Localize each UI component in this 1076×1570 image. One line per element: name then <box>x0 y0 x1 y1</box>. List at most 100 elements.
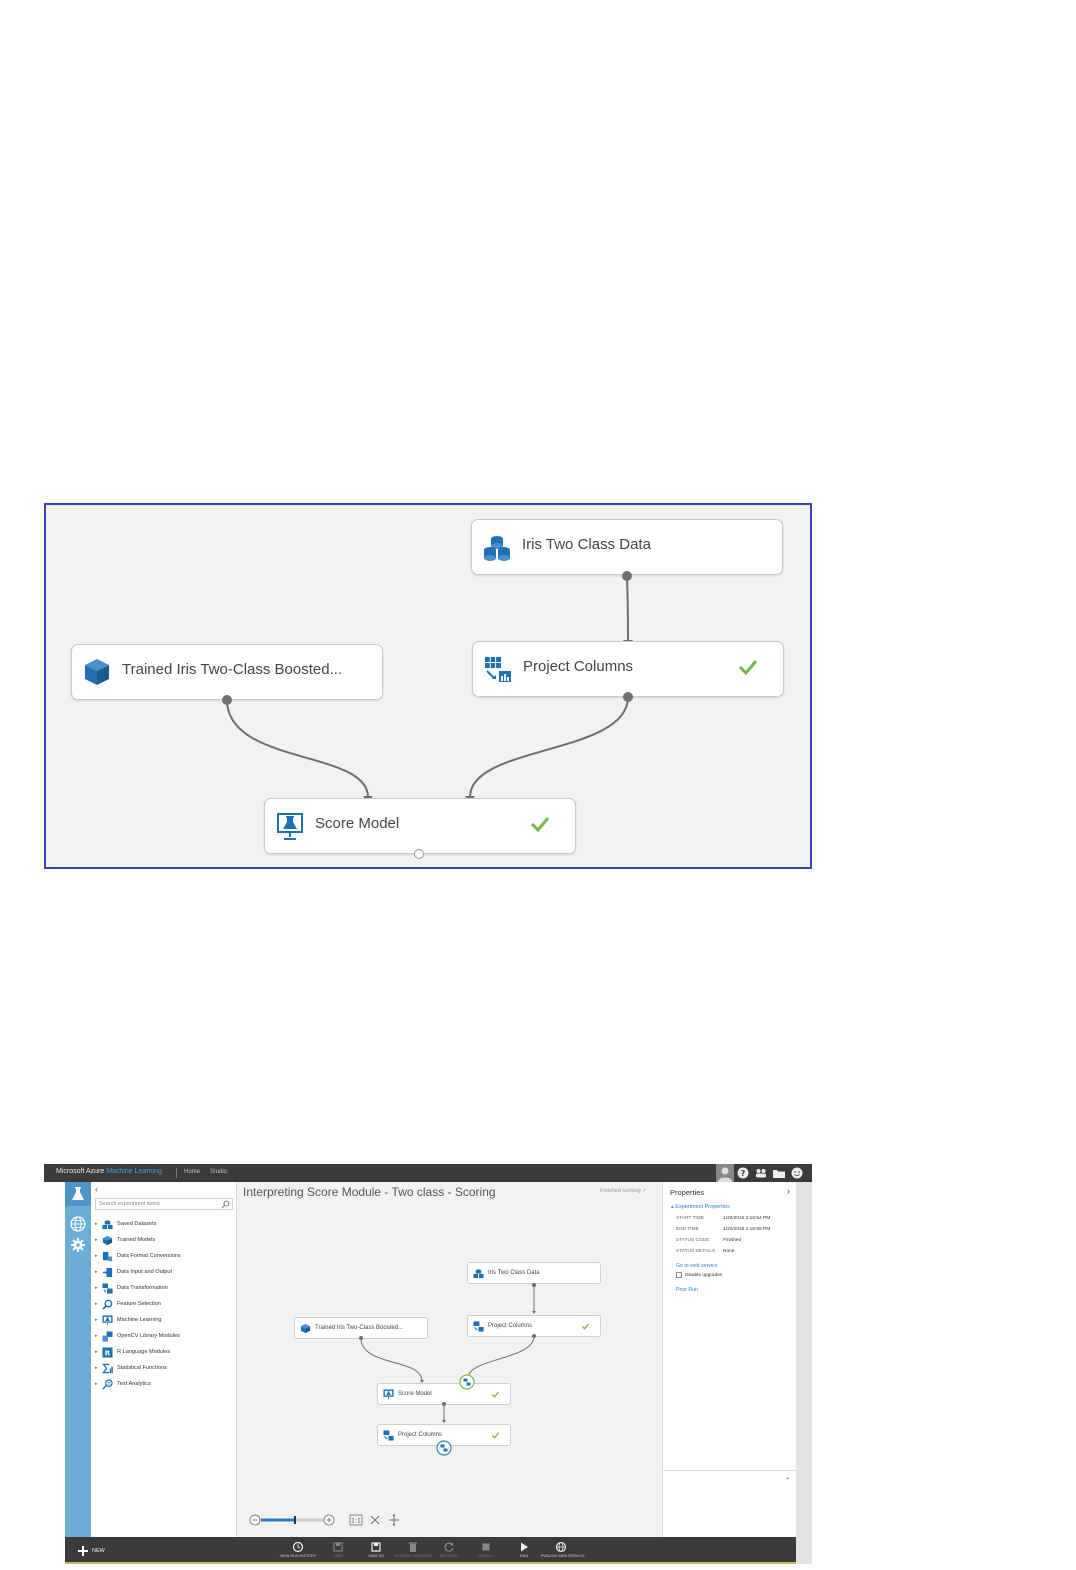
run-icon <box>521 1542 528 1552</box>
project-columns-icon <box>383 1430 394 1441</box>
palette-item-data-format-conversions[interactable]: ▸ Data Format Conversions <box>95 1250 235 1264</box>
stop-icon <box>482 1543 490 1551</box>
output-port[interactable] <box>442 1402 446 1406</box>
run-button[interactable]: RUN <box>504 1541 544 1563</box>
check-icon <box>581 1323 590 1330</box>
palette-item-opencv-library-modules[interactable]: ▸ OpenCV Library Modules <box>95 1330 235 1344</box>
divider <box>176 1168 177 1178</box>
palette-item-text-analytics[interactable]: ▸ Text Analytics <box>95 1378 235 1392</box>
disable-upgrades-checkbox[interactable] <box>676 1272 682 1278</box>
search-icon[interactable] <box>221 1200 230 1209</box>
community-icon[interactable] <box>754 1166 768 1180</box>
property-value: Finished <box>723 1238 742 1243</box>
module-palette: ‹ Search experiment items ▸ Saved Datase… <box>91 1182 237 1537</box>
palette-item-label: Statistical Functions <box>117 1365 167 1371</box>
node-label: Trained Iris Two-Class Boosted... <box>315 1325 404 1331</box>
save-button[interactable]: SAVE <box>318 1541 358 1563</box>
folder-icon[interactable] <box>772 1166 786 1180</box>
node-project-columns[interactable]: Project Columns <box>472 641 784 697</box>
project-columns-icon <box>473 1321 484 1332</box>
node-label: Iris Two Class Data <box>522 536 651 553</box>
history-icon <box>292 1541 304 1553</box>
node-iris-two-class-data[interactable]: Iris Two Class Data <box>471 519 783 575</box>
web-services-globe-icon[interactable] <box>69 1215 87 1233</box>
run-status: Finished running ✓ <box>600 1188 647 1194</box>
smiley-icon[interactable] <box>790 1166 804 1180</box>
save-as-button[interactable]: SAVE AS <box>356 1541 396 1563</box>
palette-item-data-input-output[interactable]: ▸ Data Input and Output <box>95 1266 235 1280</box>
output-port[interactable] <box>222 695 232 705</box>
experiment-title[interactable]: Interpreting Score Module - Two class - … <box>243 1185 496 1199</box>
refresh-button[interactable]: REFRESH <box>429 1541 469 1563</box>
property-key: END TIME <box>676 1227 699 1232</box>
experiment-canvas[interactable]: Interpreting Score Module - Two class - … <box>237 1182 662 1537</box>
view-run-history-button[interactable]: VIEW RUN HISTORY <box>278 1541 318 1563</box>
palette-item-machine-learning[interactable]: ▸ Machine Learning <box>95 1314 235 1328</box>
node-label: Project Columns <box>398 1432 443 1438</box>
check-icon <box>530 817 550 833</box>
nav-link-studio[interactable]: Studio <box>210 1169 228 1175</box>
check-icon: ✓ <box>642 1188 647 1194</box>
palette-item-data-transformation[interactable]: ▸ Data Transformation <box>95 1282 235 1296</box>
node-trained-model[interactable]: Trained Iris Two-Class Boosted... <box>71 644 383 700</box>
prior-run-link[interactable]: Prior Run <box>676 1287 698 1293</box>
cancel-button[interactable]: CANCEL <box>466 1541 506 1563</box>
experiment-properties-section[interactable]: ▴ Experiment Properties <box>671 1204 730 1210</box>
node-score-model[interactable]: Score Model <box>264 798 576 854</box>
publish-web-service-icon <box>555 1541 567 1553</box>
output-port[interactable] <box>414 849 424 859</box>
output-port[interactable] <box>359 1336 363 1340</box>
palette-item-statistical-functions[interactable]: ▸ Statistical Functions <box>95 1362 235 1376</box>
search-placeholder: Search experiment items <box>99 1201 160 1207</box>
bottom-command-bar: NEW VIEW RUN HISTORY SAVE SAVE AS DISCAR… <box>65 1537 796 1564</box>
brand[interactable]: Microsoft Azure Machine Learning <box>56 1168 162 1175</box>
pan-icon <box>389 1514 399 1526</box>
fit-to-screen-icon <box>370 1515 380 1525</box>
zoom-controls[interactable]: 1:1 <box>247 1512 417 1528</box>
text-analytics-icon <box>102 1379 113 1390</box>
experiment-diagram-zoomed: Iris Two Class Data Project Columns Trai… <box>44 503 812 869</box>
visualize-output-badge-icon[interactable] <box>436 1440 452 1456</box>
top-bar: Microsoft Azure Machine Learning Home St… <box>44 1164 812 1182</box>
property-value: None <box>723 1249 735 1254</box>
node-label: Trained Iris Two-Class Boosted... <box>122 661 343 678</box>
settings-gear-icon[interactable] <box>69 1236 87 1254</box>
publish-web-service-button[interactable]: PUBLISH WEB SERVICE <box>541 1541 585 1563</box>
output-port[interactable] <box>532 1334 536 1338</box>
dataset-icon <box>484 536 510 561</box>
nav-link-home[interactable]: Home <box>184 1169 201 1175</box>
check-icon <box>738 660 758 676</box>
new-button-label: NEW <box>92 1548 105 1554</box>
search-experiment-items-input[interactable]: Search experiment items <box>95 1198 233 1210</box>
collapse-palette-button[interactable]: ‹ <box>95 1184 98 1194</box>
new-button[interactable] <box>77 1544 117 1558</box>
connection-wires <box>360 1286 536 1423</box>
save-icon <box>333 1542 343 1552</box>
palette-item-r-language-modules[interactable]: ▸ R R Language Modules <box>95 1347 171 1358</box>
visualize-output-badge-icon[interactable] <box>459 1374 475 1390</box>
go-to-web-service-link[interactable]: Go to web service <box>676 1263 718 1269</box>
node-iris-two-class-data[interactable]: Iris Two Class Data <box>467 1262 601 1284</box>
experiments-flask-icon[interactable] <box>69 1185 87 1203</box>
property-key: STATUS DETAILS <box>676 1249 716 1254</box>
help-icon[interactable]: ? <box>736 1166 750 1180</box>
trained-model-icon <box>85 659 109 685</box>
palette-item-label: OpenCV Library Modules <box>117 1333 180 1339</box>
check-icon <box>491 1432 500 1439</box>
node-label: Iris Two Class Data <box>488 1270 540 1276</box>
output-port[interactable] <box>532 1283 536 1287</box>
dataset-icon <box>102 1220 113 1230</box>
palette-item-label: Saved Datasets <box>117 1221 157 1227</box>
expand-panel-button[interactable]: ⌄ <box>784 1475 790 1481</box>
output-port[interactable] <box>622 571 632 581</box>
output-port[interactable] <box>623 692 633 702</box>
collapse-properties-button[interactable]: › <box>787 1186 790 1196</box>
palette-item-feature-selection[interactable]: ▸ Feature Selection <box>95 1298 235 1312</box>
palette-item-label: Trained Models <box>117 1237 156 1243</box>
discard-changes-button[interactable]: DISCARD CHANGES <box>393 1541 433 1563</box>
conversion-icon <box>102 1251 113 1262</box>
avatar-icon[interactable] <box>716 1164 734 1182</box>
palette-item-saved-datasets[interactable]: ▸ Saved Datasets <box>95 1218 235 1232</box>
score-model-icon <box>383 1389 394 1400</box>
palette-item-trained-models[interactable]: ▸ Trained Models <box>95 1234 235 1248</box>
